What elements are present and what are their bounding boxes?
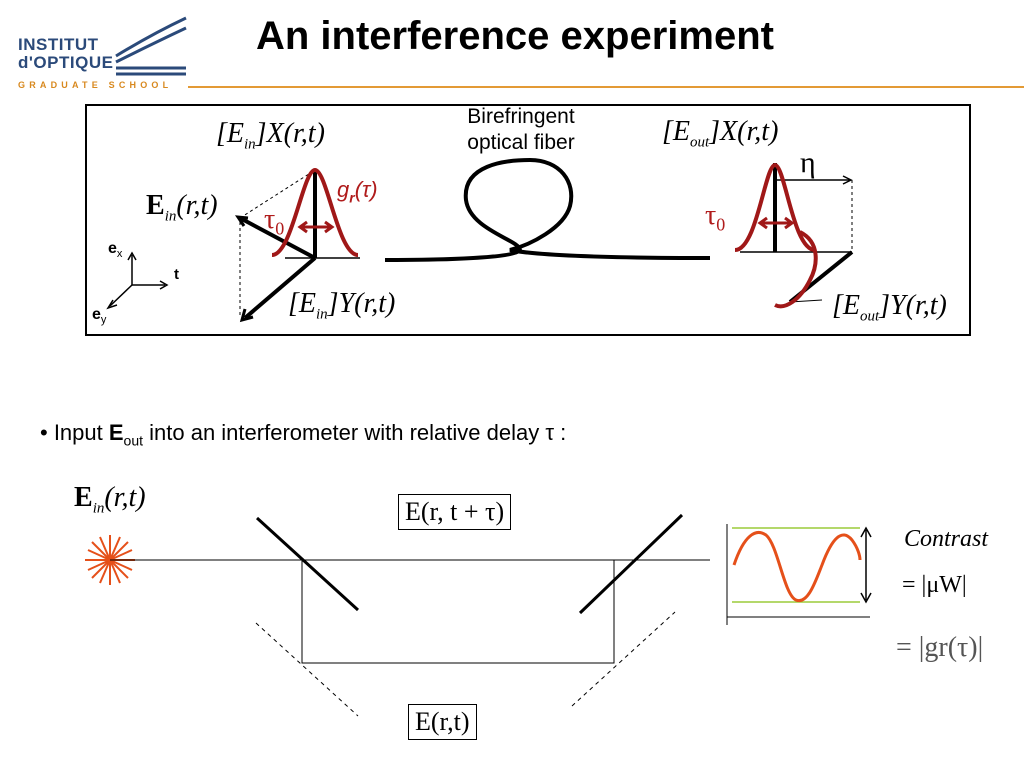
bullet-text: • Input Eout into an interferometer with… bbox=[40, 420, 567, 449]
beam-splitters bbox=[255, 513, 684, 615]
ein-x-label: [Ein]X(r,t) bbox=[216, 118, 325, 153]
input-field-projection bbox=[234, 170, 360, 323]
source-field-label: Ein(r,t) bbox=[74, 482, 146, 517]
right-gaussian-curve bbox=[734, 162, 816, 252]
left-gaussian-curve bbox=[271, 167, 359, 257]
institution-logo: INSTITUT d'OPTIQUE bbox=[18, 36, 113, 72]
axes-icon bbox=[106, 251, 169, 310]
right-tau-arrow-icon bbox=[757, 216, 795, 230]
right-shifted-pulse-curve bbox=[774, 230, 818, 309]
fiber-loop bbox=[384, 157, 711, 262]
eta-label: η bbox=[800, 146, 816, 179]
reference-field-box: E(r,t) bbox=[408, 704, 477, 740]
axis-ey-label: ey bbox=[92, 306, 107, 327]
contrast-equation-2: = |gr(τ)| bbox=[896, 632, 984, 663]
logo-line-2: d'OPTIQUE bbox=[18, 53, 114, 72]
signal-plot bbox=[726, 524, 872, 625]
page-title: An interference experiment bbox=[256, 14, 774, 58]
dashed-guides bbox=[255, 611, 676, 717]
logo-line-3: GRADUATE SCHOOL bbox=[18, 80, 173, 90]
logo-swoosh-icon bbox=[115, 16, 187, 76]
coherence-label: gr(τ) bbox=[337, 177, 378, 206]
contrast-label: Contrast bbox=[904, 526, 989, 552]
logo-line-1: INSTITUT bbox=[18, 35, 99, 54]
delayed-field-box: E(r, t + τ) bbox=[398, 494, 512, 530]
fiber-diagram-frame bbox=[85, 104, 971, 336]
eout-y-label: [Eout]Y(r,t) bbox=[832, 290, 947, 325]
axis-ex-label: ex bbox=[108, 240, 123, 261]
tau0-left-label: τ0 bbox=[264, 204, 285, 239]
ein-field-label: Ein(r,t) bbox=[146, 190, 218, 225]
fiber-label: Birefringent optical fiber bbox=[456, 104, 586, 156]
eout-x-label: [Eout]X(r,t) bbox=[662, 116, 779, 151]
left-tau-arrow-icon bbox=[297, 220, 335, 234]
contrast-equation-1: = |μW| bbox=[902, 572, 967, 598]
fiber-label-line-1: Birefringent bbox=[467, 105, 575, 128]
ein-y-label: [Ein]Y(r,t) bbox=[288, 288, 396, 323]
header-rule bbox=[188, 86, 1024, 88]
axis-t-label: t bbox=[174, 266, 179, 283]
fiber-label-line-2: optical fiber bbox=[467, 131, 575, 154]
beam-paths bbox=[110, 559, 710, 664]
tau0-right-label: τ0 bbox=[705, 200, 726, 235]
